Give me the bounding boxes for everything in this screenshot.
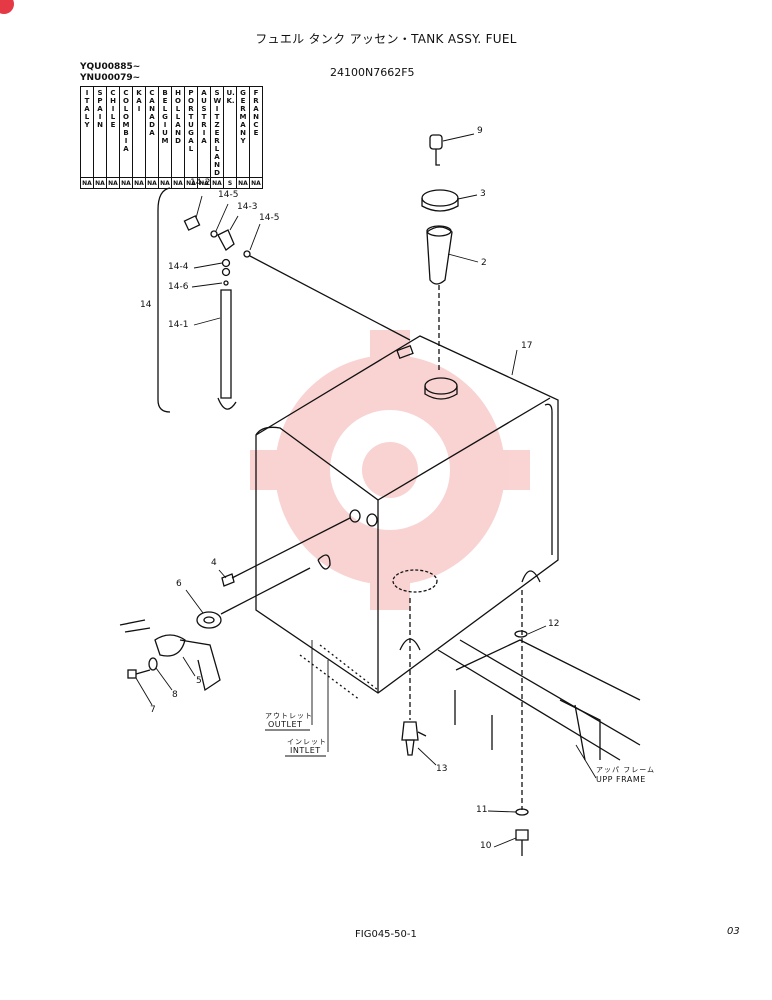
filler-neck-2 xyxy=(426,225,453,370)
fuel-tank-17 xyxy=(255,335,559,701)
country-name-cell: BELGIUM xyxy=(158,86,172,178)
frame-label-jp: アッパ フレーム xyxy=(596,766,656,774)
callout-5: 5 xyxy=(196,676,202,686)
washer-12 xyxy=(514,630,528,638)
callout-8: 8 xyxy=(172,690,178,700)
callout-14-5: 14-5 xyxy=(259,213,280,223)
country-name: BELGIUM xyxy=(161,89,169,145)
washer-8 xyxy=(148,657,158,671)
country-name: SWITZERLAND xyxy=(213,89,222,177)
figure-number: FIG045-50-1 xyxy=(355,929,417,940)
inlet-label: INTLET xyxy=(290,746,321,755)
callout-9: 9 xyxy=(477,126,483,136)
callout-14-6: 14-6 xyxy=(168,282,189,292)
country-name: SPAIN xyxy=(97,89,103,129)
corner-badge xyxy=(0,0,14,14)
callout-3: 3 xyxy=(480,189,486,199)
callout-4: 4 xyxy=(211,558,217,568)
page-number: 03 xyxy=(727,926,740,937)
country-name: FRANCE xyxy=(253,89,259,137)
serial-range: YQU00885~ xyxy=(80,62,141,72)
gasket-6 xyxy=(196,567,311,629)
country-name-cell: FRANCE xyxy=(249,86,263,178)
callout-14-2: 14-2 xyxy=(190,178,211,188)
country-name: CHILE xyxy=(110,89,116,129)
callout-10: 10 xyxy=(480,841,492,851)
serial-ranges: YQU00885~ YNU00079~ xyxy=(80,62,140,84)
callout-7: 7 xyxy=(150,705,156,715)
country-name: COLOMBIA xyxy=(122,89,130,153)
inlet-label-jp: インレット xyxy=(287,738,327,746)
filler-cap-3 xyxy=(421,189,459,212)
watermark-gear-logo xyxy=(250,330,530,610)
country-name: AUSTRIA xyxy=(201,89,207,145)
callout-14-1: 14-1 xyxy=(168,320,189,330)
country-code-cell: NA xyxy=(119,177,133,189)
gauge-unit-5 xyxy=(119,619,221,692)
callout-14-4: 14-4 xyxy=(168,262,189,272)
callout-12: 12 xyxy=(548,619,560,629)
country-name-row: ITALY SPAIN CHILE COLOMBIA KAI CANADA BELGIUM H… xyxy=(80,86,263,178)
callout-14: 14 xyxy=(140,300,152,310)
country-name: HOLLAND xyxy=(175,89,181,145)
serial-range: YNU00079~ xyxy=(80,73,141,83)
country-code-cell: NA xyxy=(171,177,185,189)
callout-6: 6 xyxy=(176,579,182,589)
country-name-cell: HOLLAND xyxy=(171,86,185,178)
mount-bolt-10 xyxy=(515,590,529,856)
callout-17: 17 xyxy=(521,341,533,351)
country-name: CANADA xyxy=(149,89,155,137)
callout-14-3: 14-3 xyxy=(237,202,258,212)
country-name: U.K. xyxy=(226,89,235,105)
country-name: KAI xyxy=(136,89,142,113)
country-name-cell: ITALY xyxy=(80,86,94,178)
outlet-label: OUTLET xyxy=(268,720,303,729)
callout-14-5: 14-5 xyxy=(218,190,239,200)
country-code-cell: NA xyxy=(249,177,263,189)
callout-11: 11 xyxy=(476,805,488,815)
country-name-cell: SWITZERLAND xyxy=(210,86,224,178)
upper-frame xyxy=(437,639,641,761)
country-table: ITALY SPAIN CHILE COLOMBIA KAI CANADA BELGIUM H… xyxy=(80,86,263,189)
drain-fitting-13 xyxy=(401,598,427,756)
key-9 xyxy=(429,134,443,166)
bolt-7 xyxy=(127,669,151,679)
outlet-label-jp: アウトレット xyxy=(265,712,313,720)
country-name: PORTUGAL xyxy=(188,89,194,153)
assembly-part-number: 24100N7662F5 xyxy=(330,66,415,79)
page-title: フュエル タンク アッセン・TANK ASSY. FUEL xyxy=(255,32,517,46)
leader-lines xyxy=(135,133,597,848)
country-name: GERMANY xyxy=(239,89,247,145)
fitting-4 xyxy=(221,509,378,587)
gauge-assembly-14 xyxy=(157,187,411,413)
country-name: ITALY xyxy=(84,89,90,129)
frame-label: UPP FRAME xyxy=(596,775,646,784)
callout-13: 13 xyxy=(436,764,448,774)
callout-2: 2 xyxy=(481,258,487,268)
